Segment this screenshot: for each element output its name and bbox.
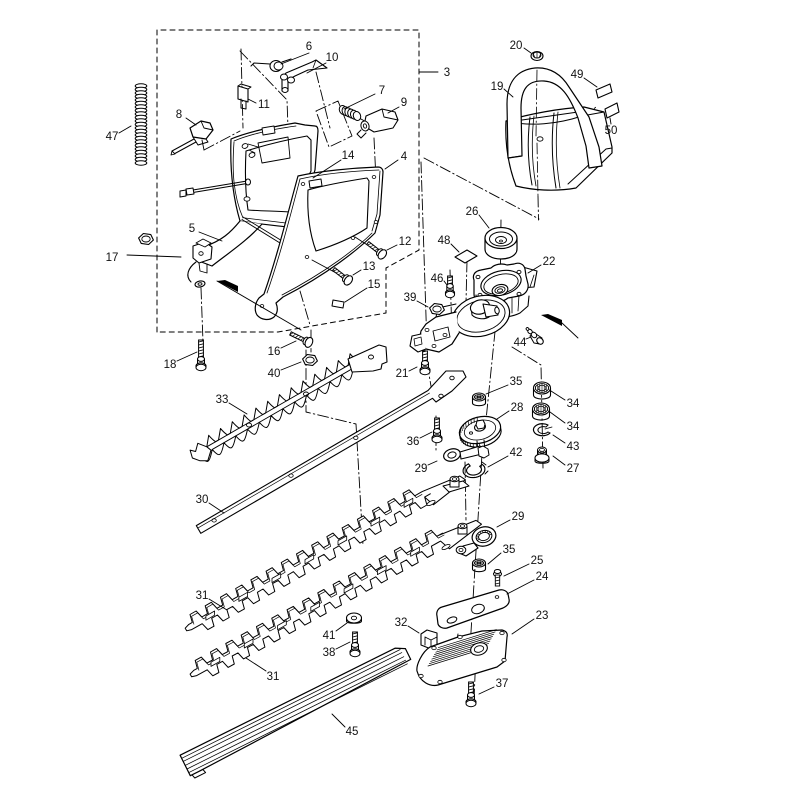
svg-text:31: 31	[196, 590, 209, 602]
svg-text:8: 8	[176, 109, 182, 121]
svg-text:5: 5	[189, 223, 195, 235]
svg-text:24: 24	[536, 571, 549, 583]
svg-text:42: 42	[510, 447, 523, 459]
svg-text:10: 10	[326, 52, 339, 64]
svg-text:32: 32	[395, 617, 408, 629]
svg-text:35: 35	[503, 544, 516, 556]
svg-text:18: 18	[164, 359, 177, 371]
svg-text:21: 21	[396, 368, 409, 380]
svg-text:29: 29	[512, 511, 525, 523]
svg-text:40: 40	[268, 368, 281, 380]
svg-text:37: 37	[496, 678, 509, 690]
svg-text:14: 14	[342, 150, 355, 162]
svg-text:4: 4	[401, 151, 408, 163]
svg-text:43: 43	[567, 441, 580, 453]
svg-text:7: 7	[379, 85, 385, 97]
svg-text:36: 36	[407, 436, 420, 448]
svg-text:13: 13	[363, 261, 376, 273]
svg-text:33: 33	[216, 394, 229, 406]
svg-text:25: 25	[531, 555, 544, 567]
svg-text:30: 30	[196, 494, 209, 506]
svg-text:27: 27	[567, 463, 580, 475]
svg-text:39: 39	[404, 292, 417, 304]
svg-text:34: 34	[567, 421, 580, 433]
svg-text:12: 12	[399, 236, 412, 248]
svg-text:9: 9	[401, 97, 407, 109]
svg-text:46: 46	[431, 273, 444, 285]
svg-text:41: 41	[323, 630, 336, 642]
svg-text:49: 49	[571, 69, 584, 81]
svg-text:15: 15	[368, 279, 381, 291]
svg-text:16: 16	[268, 346, 281, 358]
svg-text:26: 26	[466, 206, 479, 218]
svg-text:50: 50	[605, 125, 618, 137]
svg-text:31: 31	[267, 671, 280, 683]
svg-text:28: 28	[511, 402, 524, 414]
svg-text:11: 11	[258, 99, 270, 111]
svg-text:19: 19	[491, 81, 504, 93]
svg-text:48: 48	[438, 235, 451, 247]
svg-text:17: 17	[106, 252, 119, 264]
svg-text:3: 3	[444, 67, 450, 79]
svg-text:29: 29	[415, 463, 428, 475]
svg-text:44: 44	[514, 337, 527, 349]
svg-text:38: 38	[323, 647, 336, 659]
svg-text:34: 34	[567, 398, 580, 410]
svg-text:23: 23	[536, 610, 549, 622]
svg-text:45: 45	[346, 726, 359, 738]
svg-text:6: 6	[306, 41, 312, 53]
svg-text:47: 47	[106, 131, 119, 143]
svg-text:20: 20	[510, 40, 523, 52]
svg-text:35: 35	[510, 376, 523, 388]
svg-text:22: 22	[543, 256, 556, 268]
